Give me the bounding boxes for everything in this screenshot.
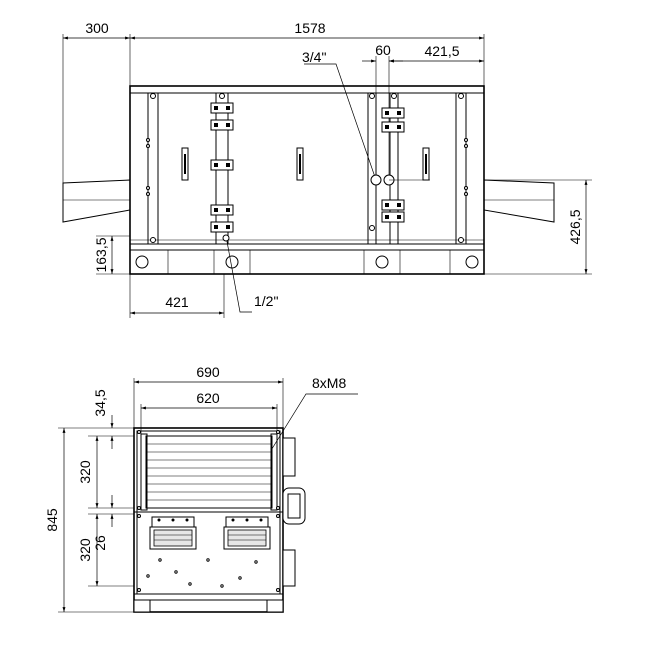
dim-text-1578: 1578 — [294, 20, 325, 36]
pipe-connection-3-4 — [370, 174, 382, 186]
dim-text-426-5: 426,5 — [567, 209, 583, 244]
right-hood — [483, 179, 555, 223]
dim-text-690: 690 — [196, 364, 220, 380]
dim-text-845: 845 — [44, 508, 60, 532]
left-hood — [62, 179, 131, 223]
side-bracket — [282, 549, 296, 587]
connection-box — [282, 487, 306, 525]
drain-connection — [222, 234, 230, 242]
handle-grip — [184, 154, 186, 174]
dim-text-320-upper: 320 — [77, 460, 93, 484]
post-left — [147, 92, 159, 245]
connection-box-inner — [287, 493, 301, 519]
dim-text-8xm8: 8xM8 — [312, 375, 346, 391]
leader-8xm8 — [269, 393, 358, 453]
coil-fins — [146, 443, 272, 501]
fan-motor-right — [223, 516, 271, 550]
top-view: 300 1578 3/4" 60 421,5 426,5 163,5 421 1… — [62, 20, 592, 318]
foot-left — [133, 599, 151, 613]
dim-text-60: 60 — [375, 42, 391, 58]
electrical-box — [282, 437, 296, 477]
dim-text-1-2: 1/2" — [254, 293, 278, 309]
leader-3-4 — [304, 63, 377, 181]
side-fastener-dots — [137, 430, 280, 592]
dim-text-163-5: 163,5 — [93, 237, 109, 272]
side-view: 690 620 8xM8 34,5 320 845 26 320 — [44, 364, 358, 613]
post-right — [455, 92, 467, 245]
dim-text-620: 620 — [196, 390, 220, 406]
coil-side-right — [270, 433, 278, 511]
handle-grip — [299, 154, 301, 174]
dim-text-34-5: 34,5 — [92, 389, 108, 416]
hinge-group — [210, 102, 405, 233]
leader-1-2 — [225, 235, 252, 313]
base-holes — [135, 250, 479, 274]
base-rail — [133, 593, 284, 601]
dim-text-300: 300 — [85, 20, 109, 36]
dim-text-26: 26 — [92, 535, 108, 551]
foot-right — [266, 599, 284, 613]
dim-text-421-5-top: 421,5 — [424, 43, 459, 59]
base-frame — [129, 243, 485, 275]
fan-motor-left — [149, 516, 197, 550]
coil-side-left — [140, 433, 148, 511]
coil-block — [145, 435, 273, 509]
handle-grip — [425, 154, 427, 174]
dim-text-421: 421 — [165, 294, 189, 310]
dim-text-320-lower: 320 — [77, 538, 93, 562]
fastener-dots — [146, 93, 468, 243]
dim-text-3-4: 3/4" — [302, 49, 326, 65]
